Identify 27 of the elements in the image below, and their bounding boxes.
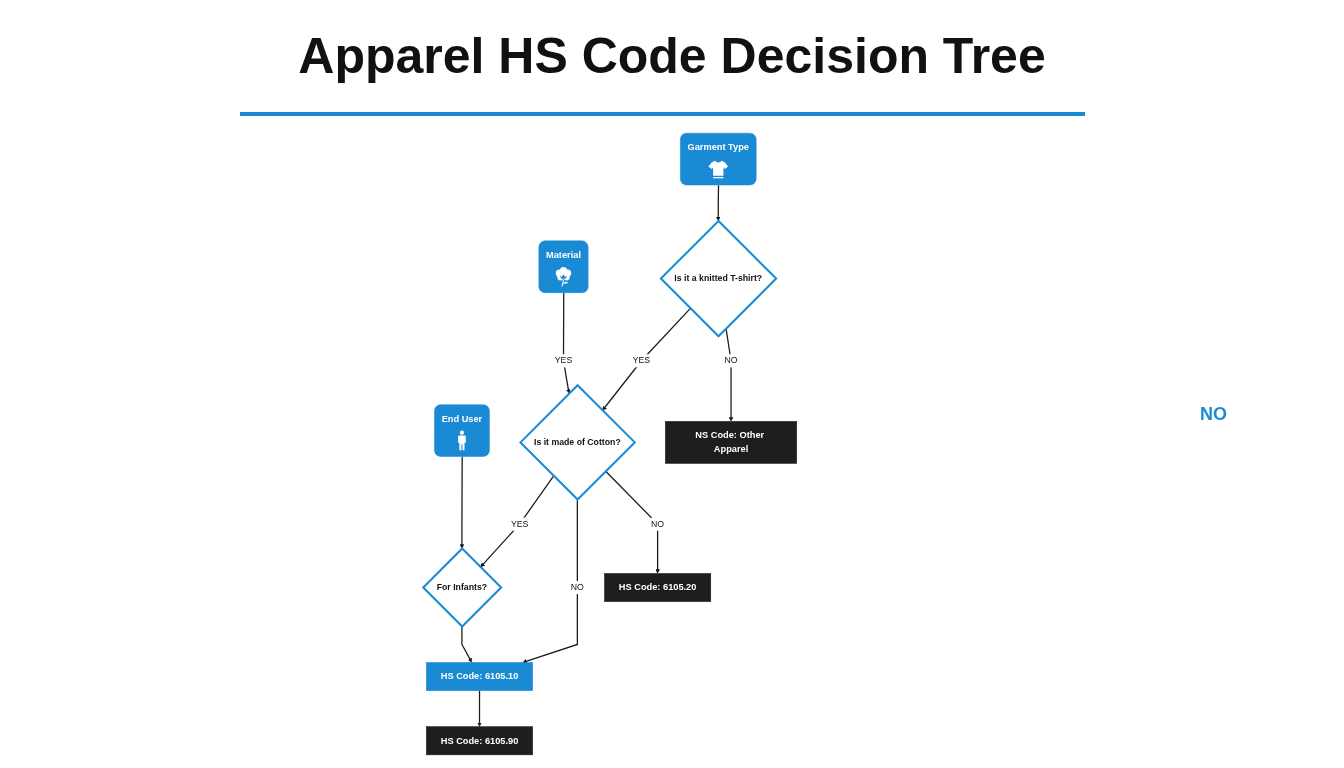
arrow (716, 184, 721, 222)
node-box: HS Code: 6105.20 (604, 573, 712, 602)
arrow (459, 456, 465, 549)
node-diamond: Is it a knitted T-shirt? (659, 219, 778, 338)
branch-label: NO (1200, 404, 1227, 425)
edge-label: YES (510, 519, 529, 529)
node-box: Material (538, 240, 589, 293)
arrow (605, 470, 660, 574)
node-box: HS Code: 6105.10 (426, 662, 533, 691)
node-box: Garment Type (680, 132, 757, 186)
edge-label: NO (570, 582, 584, 593)
edge-label: YES (632, 355, 651, 366)
node-box: End User (434, 404, 490, 457)
node-box: HS Code: 6105.90 (426, 726, 533, 756)
arrow (480, 475, 555, 568)
arrow (562, 292, 571, 394)
edge-label: NO (651, 519, 665, 529)
node-diamond: For Infants? (421, 547, 503, 628)
arrow (461, 625, 472, 663)
edge-label: NO (724, 355, 738, 366)
edge-label: YES (554, 355, 573, 366)
arrow (477, 690, 482, 727)
node-box: NS Code: Other Apparel (665, 421, 798, 464)
arrow (522, 498, 578, 664)
arrow (602, 307, 692, 411)
node-diamond: Is it made of Cotton? (519, 383, 637, 501)
title: Apparel HS Code Decision Tree (298, 27, 1046, 86)
